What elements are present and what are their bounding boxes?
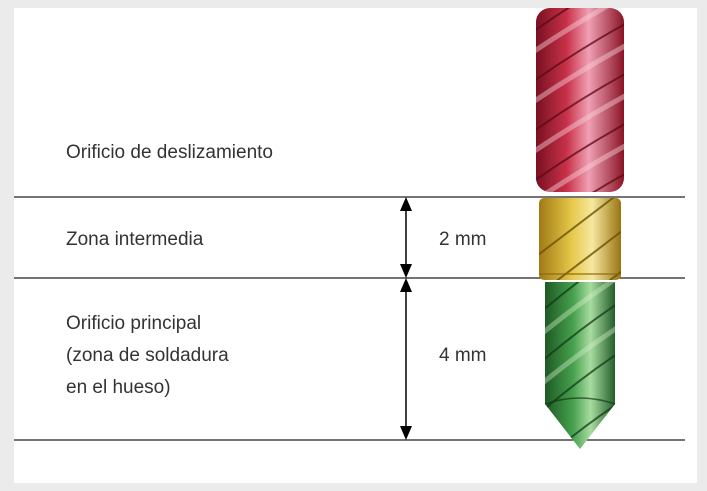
double-arrow-icon [400,278,412,440]
main-hole-label-line-3: en el hueso) [66,377,171,398]
main-hole-measure: 4 mm [439,345,487,366]
main-hole-label-line-1: Orificio principal [66,313,202,334]
main-hole-drill-section [544,282,616,449]
diagram-panel: Orificio de deslizamiento Zona intermedi… [14,8,697,483]
drill-bit-icon [536,8,624,449]
slip-hole-drill-section [536,8,624,192]
slip-hole-label: Orificio de deslizamiento [66,142,273,163]
intermediate-zone-measure: 2 mm [439,229,487,250]
intermediate-zone-label: Zona intermedia [66,229,204,250]
main-hole-label-line-2: (zona de soldadura [66,345,229,366]
double-arrow-icon [400,197,412,278]
intermediate-drill-section [539,198,621,280]
drill-bit-diagram [14,8,685,449]
